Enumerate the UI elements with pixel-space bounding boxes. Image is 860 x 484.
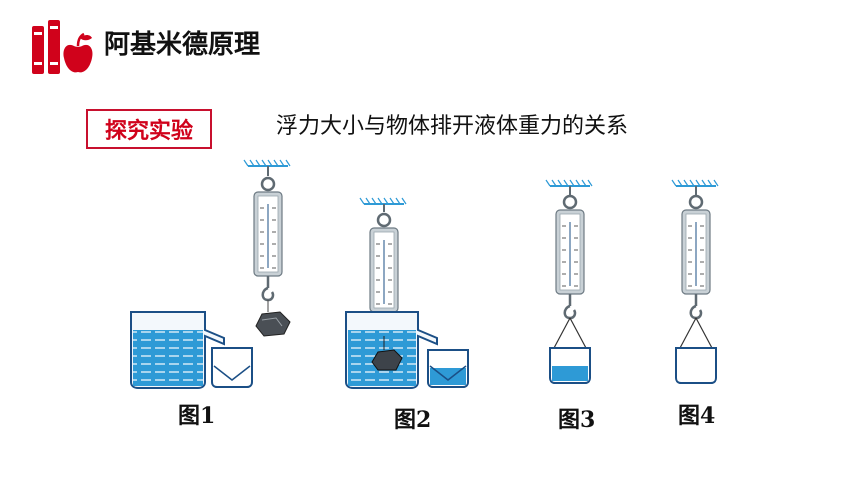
experiment-badge: 探究实验: [86, 109, 212, 149]
figure-3-setup: [545, 179, 593, 384]
figure-2-label: 图2: [394, 407, 432, 433]
figure-4-setup: [671, 179, 719, 384]
figure-1-label: 图1: [178, 403, 216, 429]
figure-1-setup: [130, 159, 291, 389]
page-title: 阿基米德原理: [104, 30, 261, 60]
books-apple-icon: [32, 20, 93, 74]
figure-2-setup: [345, 197, 469, 389]
figure-4-label: 图4: [678, 403, 716, 429]
experiment-subtitle: 浮力大小与物体排开液体重力的关系: [276, 114, 629, 139]
figure-3-label: 图3: [558, 407, 596, 433]
